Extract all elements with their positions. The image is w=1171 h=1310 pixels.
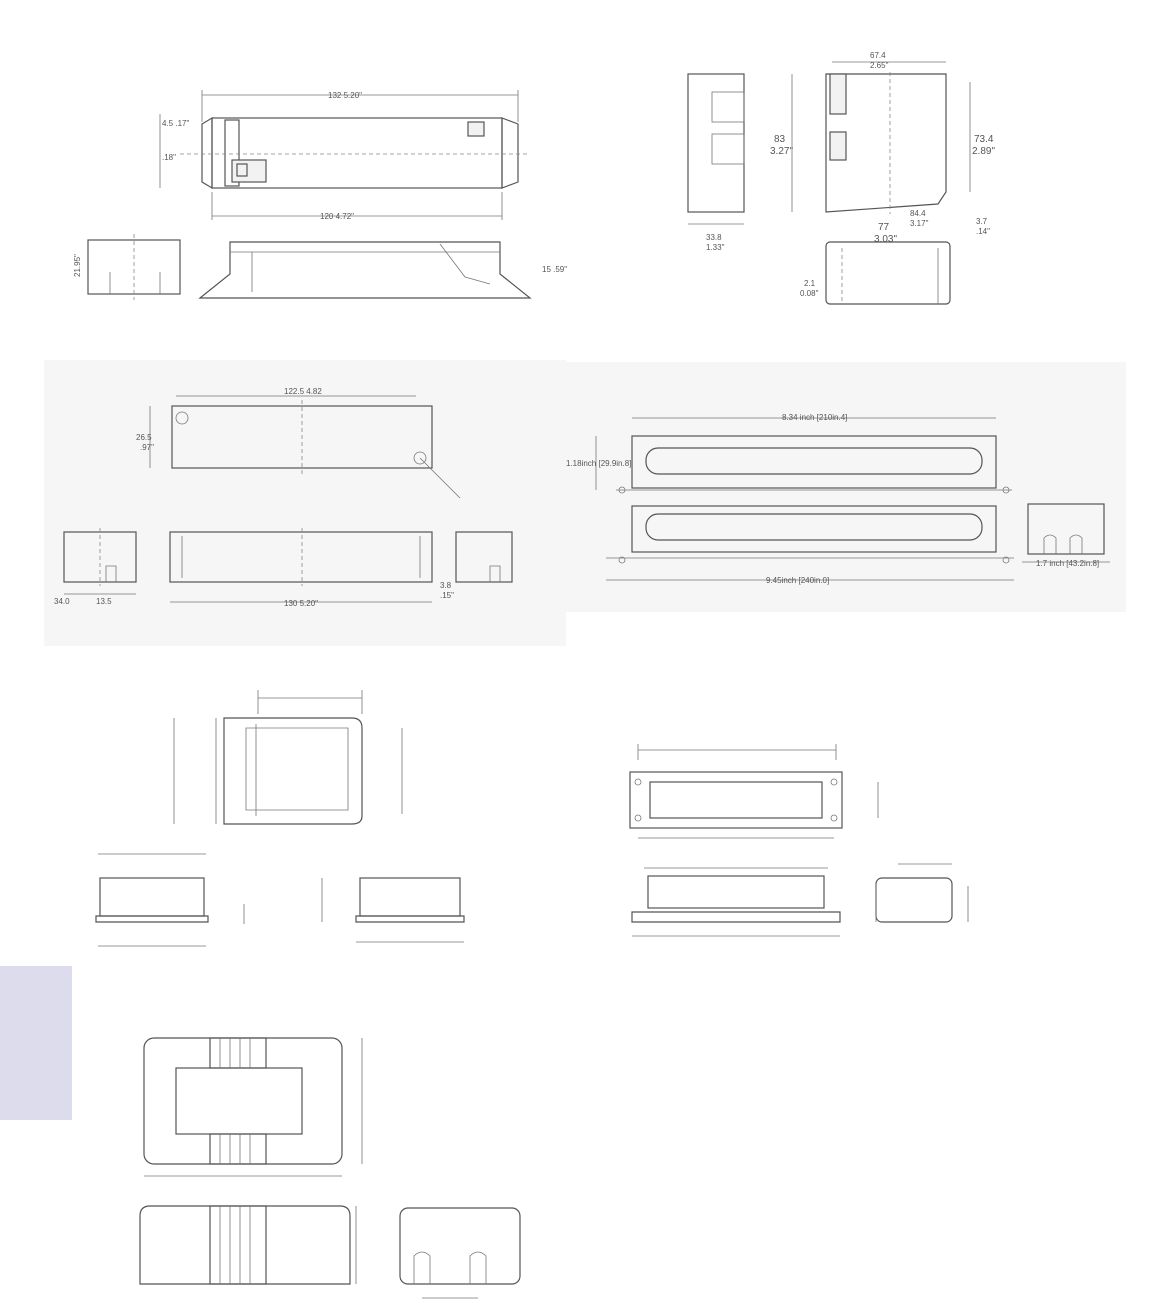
dim-77: 77 (878, 222, 890, 233)
dim-15b: .15" (440, 591, 454, 600)
side-tab (0, 966, 72, 1120)
drawing-panel-5 (90, 684, 530, 954)
dim-67-4: 67.4 (870, 51, 886, 60)
dim-4-5: 4.5 .17" (162, 119, 189, 128)
drawing-5-svg (95, 690, 465, 947)
drawing-panel-7 (130, 1030, 550, 1310)
drawing-6-svg (629, 744, 969, 937)
drawing-3-svg: 122.5 4.82 26.5 .97" 34.0 13.5 130 5.20"… (54, 387, 513, 608)
dim-33-8: 33.8 (706, 233, 722, 242)
dim-132: 132 5.20" (328, 91, 362, 100)
dim-2-1: 2.1 (804, 279, 816, 288)
drawing-panel-4: 8.34 inch [210in.4] 1.18inch [29.9in.8] … (566, 362, 1126, 612)
dim-9-45: 9.45inch [240in.0] (766, 576, 829, 585)
dim-0-08: 0.08" (800, 289, 819, 298)
dim-1-7: 1.7 inch [43.2in.8] (1036, 559, 1099, 568)
dim-1-33: 1.33" (706, 243, 725, 252)
dim-8-34: 8.34 inch [210in.4] (782, 413, 847, 422)
dim-21-95: 21.95" (73, 254, 82, 277)
drawing-1-svg: 132 5.20" 4.5 .17" .18" 120 4.72" 21.95"… (73, 90, 567, 300)
dim-130: 130 5.20" (284, 599, 318, 608)
dim-2-65: 2.65" (870, 61, 889, 70)
dim-97: .97" (140, 443, 154, 452)
dim-3-7: 3.7 (976, 217, 988, 226)
dim-73-4: 73.4 (974, 134, 994, 145)
dim-83: 83 (774, 134, 786, 145)
dim-3-03: 3.03" (874, 234, 897, 245)
dim-14: .14" (976, 227, 990, 236)
dim-15: 15 .59" (542, 265, 567, 274)
dim-1-18: 1.18inch [29.9in.8] (566, 459, 631, 468)
dim-2-89: 2.89" (972, 146, 995, 157)
dim-34-0: 34.0 (54, 597, 70, 606)
drawing-panel-2: 33.8 1.33" 67.4 2.65" 83 3.27" 73.4 2.89… (620, 51, 1030, 322)
dim-120: 120 4.72" (320, 212, 354, 221)
drawing-7-svg (139, 1037, 521, 1299)
dim-13-5: 13.5 (96, 597, 112, 606)
dim-26-5: 26.5 (136, 433, 152, 442)
drawing-panel-3: 122.5 4.82 26.5 .97" 34.0 13.5 130 5.20"… (44, 360, 566, 646)
drawing-4-svg: 8.34 inch [210in.4] 1.18inch [29.9in.8] … (566, 413, 1110, 585)
dim-3-8: 3.8 (440, 581, 452, 590)
drawing-2-svg: 33.8 1.33" 67.4 2.65" 83 3.27" 73.4 2.89… (687, 51, 995, 305)
drawing-panel-6 (620, 736, 990, 946)
dim-3-17: 3.17" (910, 219, 929, 228)
dim-18: .18" (162, 153, 176, 162)
dim-3-27: 3.27" (770, 146, 793, 157)
drawing-panel-1: 132 5.20" 4.5 .17" .18" 120 4.72" 21.95"… (70, 62, 580, 322)
dim-122-5: 122.5 4.82 (284, 387, 322, 396)
dim-84-4: 84.4 (910, 209, 926, 218)
